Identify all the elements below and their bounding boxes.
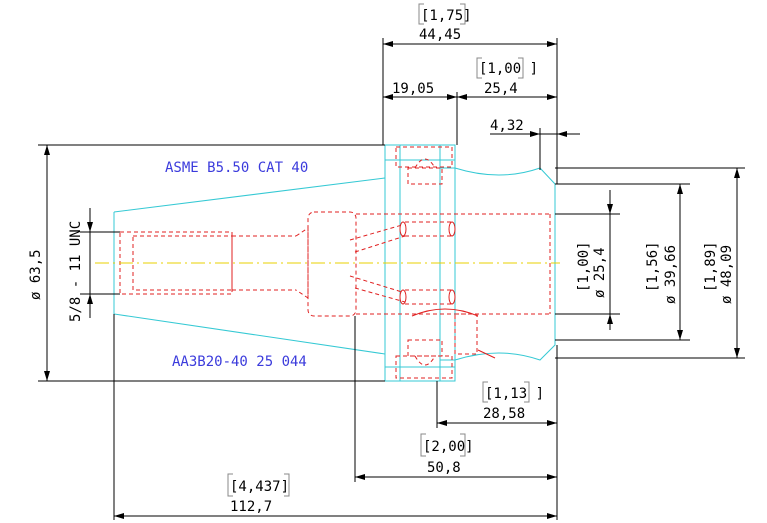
body-length-inch: [1,00 ] [479,61,538,77]
hidden-features [119,146,551,379]
total-length-inch: [4,437] [230,479,289,495]
depth2-mm: 50,8 [427,460,461,476]
bore-diameter-inch: [1,00] [576,241,592,292]
body-diameter-mm: ø 48,09 [719,245,735,304]
thread-spec: 5/8 - 11 UNC [68,221,84,322]
depth1-mm: 28,58 [483,406,525,422]
depth2-inch: [2,00] [423,439,474,455]
body-diameter-inch: [1,89] [703,241,719,292]
body-length-mm: 25,4 [484,81,518,97]
part-number-note: AA3B20-40 25 044 [172,354,307,370]
outer-diameter-mm: ø 63,5 [28,249,44,300]
top-overall-mm: 44,45 [419,27,461,43]
mid-diameter-mm: ø 39,66 [663,245,679,304]
total-length-mm: 112,7 [230,499,272,515]
dimension-lines [38,38,745,520]
bore-diameter-mm: ø 25,4 [592,247,608,298]
step-length-mm: 4,32 [490,118,524,134]
flange-width-mm: 19,05 [392,81,434,97]
top-overall-inch: [1,75] [421,8,472,24]
depth1-inch: [1,13 ] [485,386,544,402]
mid-diameter-inch: [1,56] [645,241,661,292]
inch-brackets [227,3,530,497]
spec-note: ASME B5.50 CAT 40 [165,160,308,176]
